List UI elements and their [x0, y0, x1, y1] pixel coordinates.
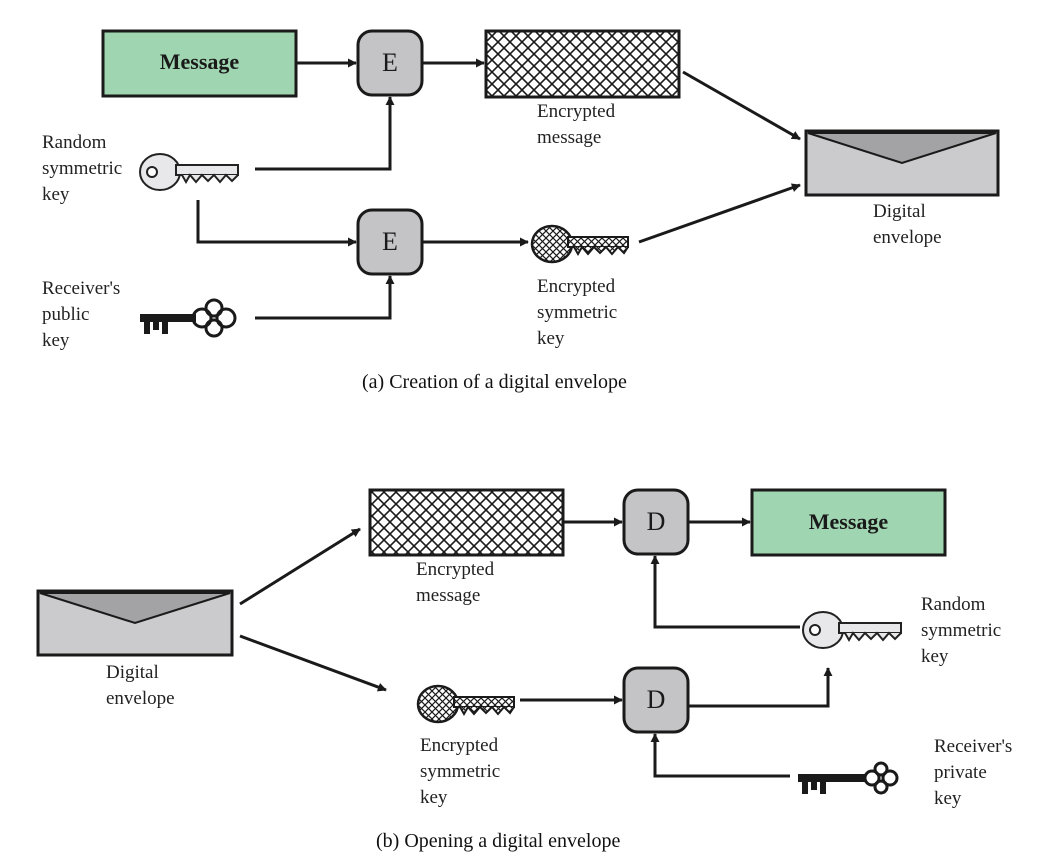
encrypted-key-label: Encrypted symmetric key — [537, 276, 618, 349]
message-box-b — [750, 488, 947, 557]
key-light-icon — [802, 611, 902, 649]
message-box-a — [101, 29, 298, 98]
envelope-icon — [36, 589, 234, 657]
key-hatched-icon — [416, 684, 515, 724]
public-key-label: Receiver's public key — [42, 278, 121, 351]
flow-arrows-a — [196, 58, 801, 320]
message-label: Message — [159, 49, 240, 74]
flow-arrows-b — [239, 517, 833, 778]
key-dark-icon — [798, 761, 899, 795]
encrypted-message-label: Encrypted message — [537, 101, 616, 148]
decrypt-op-bottom-label: D — [646, 685, 666, 714]
envelope-icon — [804, 129, 1000, 197]
encrypt-op-bottom-label: E — [382, 227, 398, 256]
key-hatched-icon — [530, 224, 629, 264]
encrypted-message-label: Encrypted message — [416, 559, 495, 606]
random-key-label: Random symmetric key — [42, 132, 123, 205]
encrypted-message-box-b — [368, 488, 565, 557]
message-label: Message — [808, 509, 889, 534]
envelope-label: Digital envelope — [873, 201, 942, 248]
key-dark-icon — [140, 298, 237, 338]
key-light-icon — [139, 153, 239, 191]
decrypt-op-bottom — [622, 666, 690, 734]
encrypted-key-label: Encrypted symmetric key — [420, 735, 501, 808]
caption-a: (a) Creation of a digital envelope — [362, 371, 627, 393]
private-key-label: Receiver's private key — [934, 736, 1013, 809]
encrypt-op-top-label: E — [382, 48, 398, 77]
envelope-label: Digital envelope — [106, 662, 175, 709]
random-key-label: Random symmetric key — [921, 594, 1002, 667]
decrypt-op-top-label: D — [646, 507, 666, 536]
encrypted-message-box-a — [484, 29, 681, 99]
caption-b: (b) Opening a digital envelope — [376, 830, 621, 852]
